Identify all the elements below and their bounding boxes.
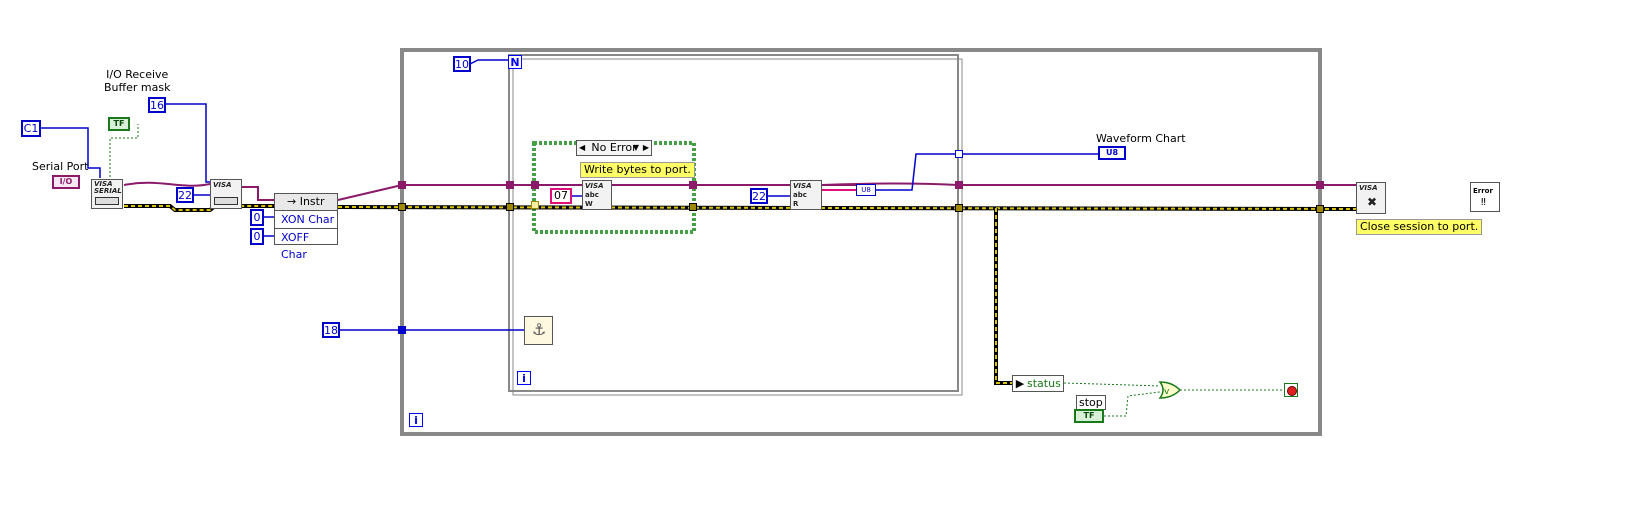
stop-condition-icon (1287, 386, 1297, 396)
waveform-chart-terminal[interactable]: U8 (1098, 146, 1126, 160)
property-item-xon-label: XON Char (281, 213, 335, 226)
numeric-wires (40, 59, 1098, 331)
while-index-terminal: i (409, 413, 423, 427)
string-to-byte-array[interactable]: U8 (856, 184, 876, 196)
waveform-chart-u8: U8 (1105, 148, 1119, 157)
case-visa-tunnel-out (689, 181, 697, 189)
xon-constant[interactable]: 0 (250, 209, 264, 226)
xoff-constant[interactable]: 0 (250, 228, 264, 245)
wait-18-constant[interactable]: 18 (322, 322, 340, 338)
metronome-icon: ⚓ (532, 320, 547, 339)
case-selector-label: No Error (591, 141, 637, 154)
while-visa-tunnel-out (1316, 181, 1324, 189)
while-visa-tunnel-in (398, 181, 406, 189)
for-chart-tunnel-out (955, 150, 963, 158)
case-prev-icon[interactable]: ◀ (579, 143, 586, 152)
or-glyph: v (1164, 387, 1170, 397)
property-node-header: → Instr (275, 194, 337, 211)
waveform-chart-label: Waveform Chart (1096, 132, 1186, 145)
visa-serial-text: VISA SERIAL (94, 180, 122, 195)
write-caption: Write bytes to port. (580, 162, 695, 178)
visa-flush-text: VISA (213, 181, 232, 189)
for-count-terminal: N (508, 55, 522, 69)
for-visa-tunnel-out (955, 181, 963, 189)
case-dropdown-icon[interactable]: ▼ (632, 143, 639, 152)
visa-write-vi[interactable]: VISA abc W (582, 180, 612, 210)
io-buffer-mask-label: I/O Receive Buffer mask (104, 68, 171, 94)
visa-resource-wire (108, 181, 1356, 201)
for-visa-tunnel-in (506, 181, 514, 189)
string-to-byte-u8: U8 (861, 186, 871, 194)
close-caption: Close session to port. (1356, 219, 1483, 235)
boolean-false-constant[interactable]: TF (108, 117, 130, 131)
case-error-tunnel-in (531, 201, 539, 209)
port-name-constant[interactable]: C1 (21, 120, 41, 137)
unbundle-by-name[interactable]: ▶status (1012, 375, 1064, 392)
visa-read-text: VISA (793, 182, 812, 190)
visa-write-w: W (585, 200, 593, 208)
buffer-icon (214, 197, 238, 205)
unbundle-status-label: status (1027, 377, 1061, 390)
visa-write-text: VISA (585, 182, 604, 190)
visa-flush-buffer-vi[interactable]: VISA (210, 179, 242, 209)
mask-16-constant[interactable]: 16 (148, 97, 166, 113)
baud-22-constant[interactable]: 22 (176, 187, 194, 203)
visa-read-abc: abc (793, 191, 807, 199)
close-icon: ✖ (1367, 195, 1378, 209)
visa-close-text: VISA (1359, 184, 1378, 192)
case-error-tunnel-out (689, 203, 697, 211)
visa-write-abc: abc (585, 191, 599, 199)
visa-read-r: R (793, 200, 799, 208)
for-error-tunnel-out (955, 204, 963, 212)
unbundle-arrow-icon: ▶ (1015, 377, 1025, 390)
visa-close-vi[interactable]: VISA ✖ (1356, 182, 1386, 214)
while-error-tunnel-in (398, 203, 406, 211)
case-visa-tunnel-in (531, 181, 539, 189)
error-handler-text: Error (1473, 187, 1493, 195)
property-item-xoff-label: XOFF Char (281, 231, 310, 261)
loop-condition-terminal[interactable] (1284, 383, 1298, 397)
visa-configure-serial-port-vi[interactable]: VISA SERIAL (91, 179, 123, 209)
stop-button-terminal[interactable]: TF (1074, 409, 1104, 423)
while-error-tunnel-out (1316, 205, 1324, 213)
property-item-xoff[interactable]: XOFF Char (275, 229, 337, 261)
for-loop-frame[interactable] (508, 54, 959, 392)
stop-tf-text: TF (1083, 411, 1095, 420)
serial-connector-icon (95, 197, 119, 205)
byte-07-constant[interactable]: 07 (550, 188, 572, 204)
case-next-icon[interactable]: ▶ (642, 143, 649, 152)
stop-label: stop (1076, 395, 1106, 410)
wait-ms-function[interactable]: ⚓ (524, 316, 553, 345)
wrench-icon: → (287, 195, 297, 208)
for-error-tunnel-in (506, 203, 514, 211)
serial-port-label: Serial Port (32, 160, 89, 173)
boolean-wires (109, 124, 1284, 417)
serial-port-control[interactable]: I/O (52, 175, 80, 189)
visa-read-vi[interactable]: VISA abc R (790, 180, 822, 210)
case-selector[interactable]: ◀ No Error ▼ ▶ (576, 140, 652, 156)
property-class: Instr (299, 195, 325, 208)
property-item-xon[interactable]: XON Char (275, 211, 337, 229)
for-loop-frame-shadow (512, 58, 963, 396)
iterations-10-constant[interactable]: 10 (453, 56, 471, 72)
while-numeric-tunnel-in (398, 326, 406, 334)
while-loop-frame[interactable] (400, 48, 1322, 436)
or-function[interactable] (1158, 381, 1182, 399)
simple-error-handler[interactable]: Error ‼ (1470, 182, 1500, 212)
visa-io-icon: I/O (59, 177, 73, 186)
for-index-terminal: i (517, 371, 531, 385)
error-handler-icon: ‼ (1481, 197, 1486, 208)
read-22-constant[interactable]: 22 (750, 188, 768, 204)
property-node[interactable]: → Instr XON Char XOFF Char (274, 193, 338, 261)
tf-text: TF (113, 119, 125, 128)
